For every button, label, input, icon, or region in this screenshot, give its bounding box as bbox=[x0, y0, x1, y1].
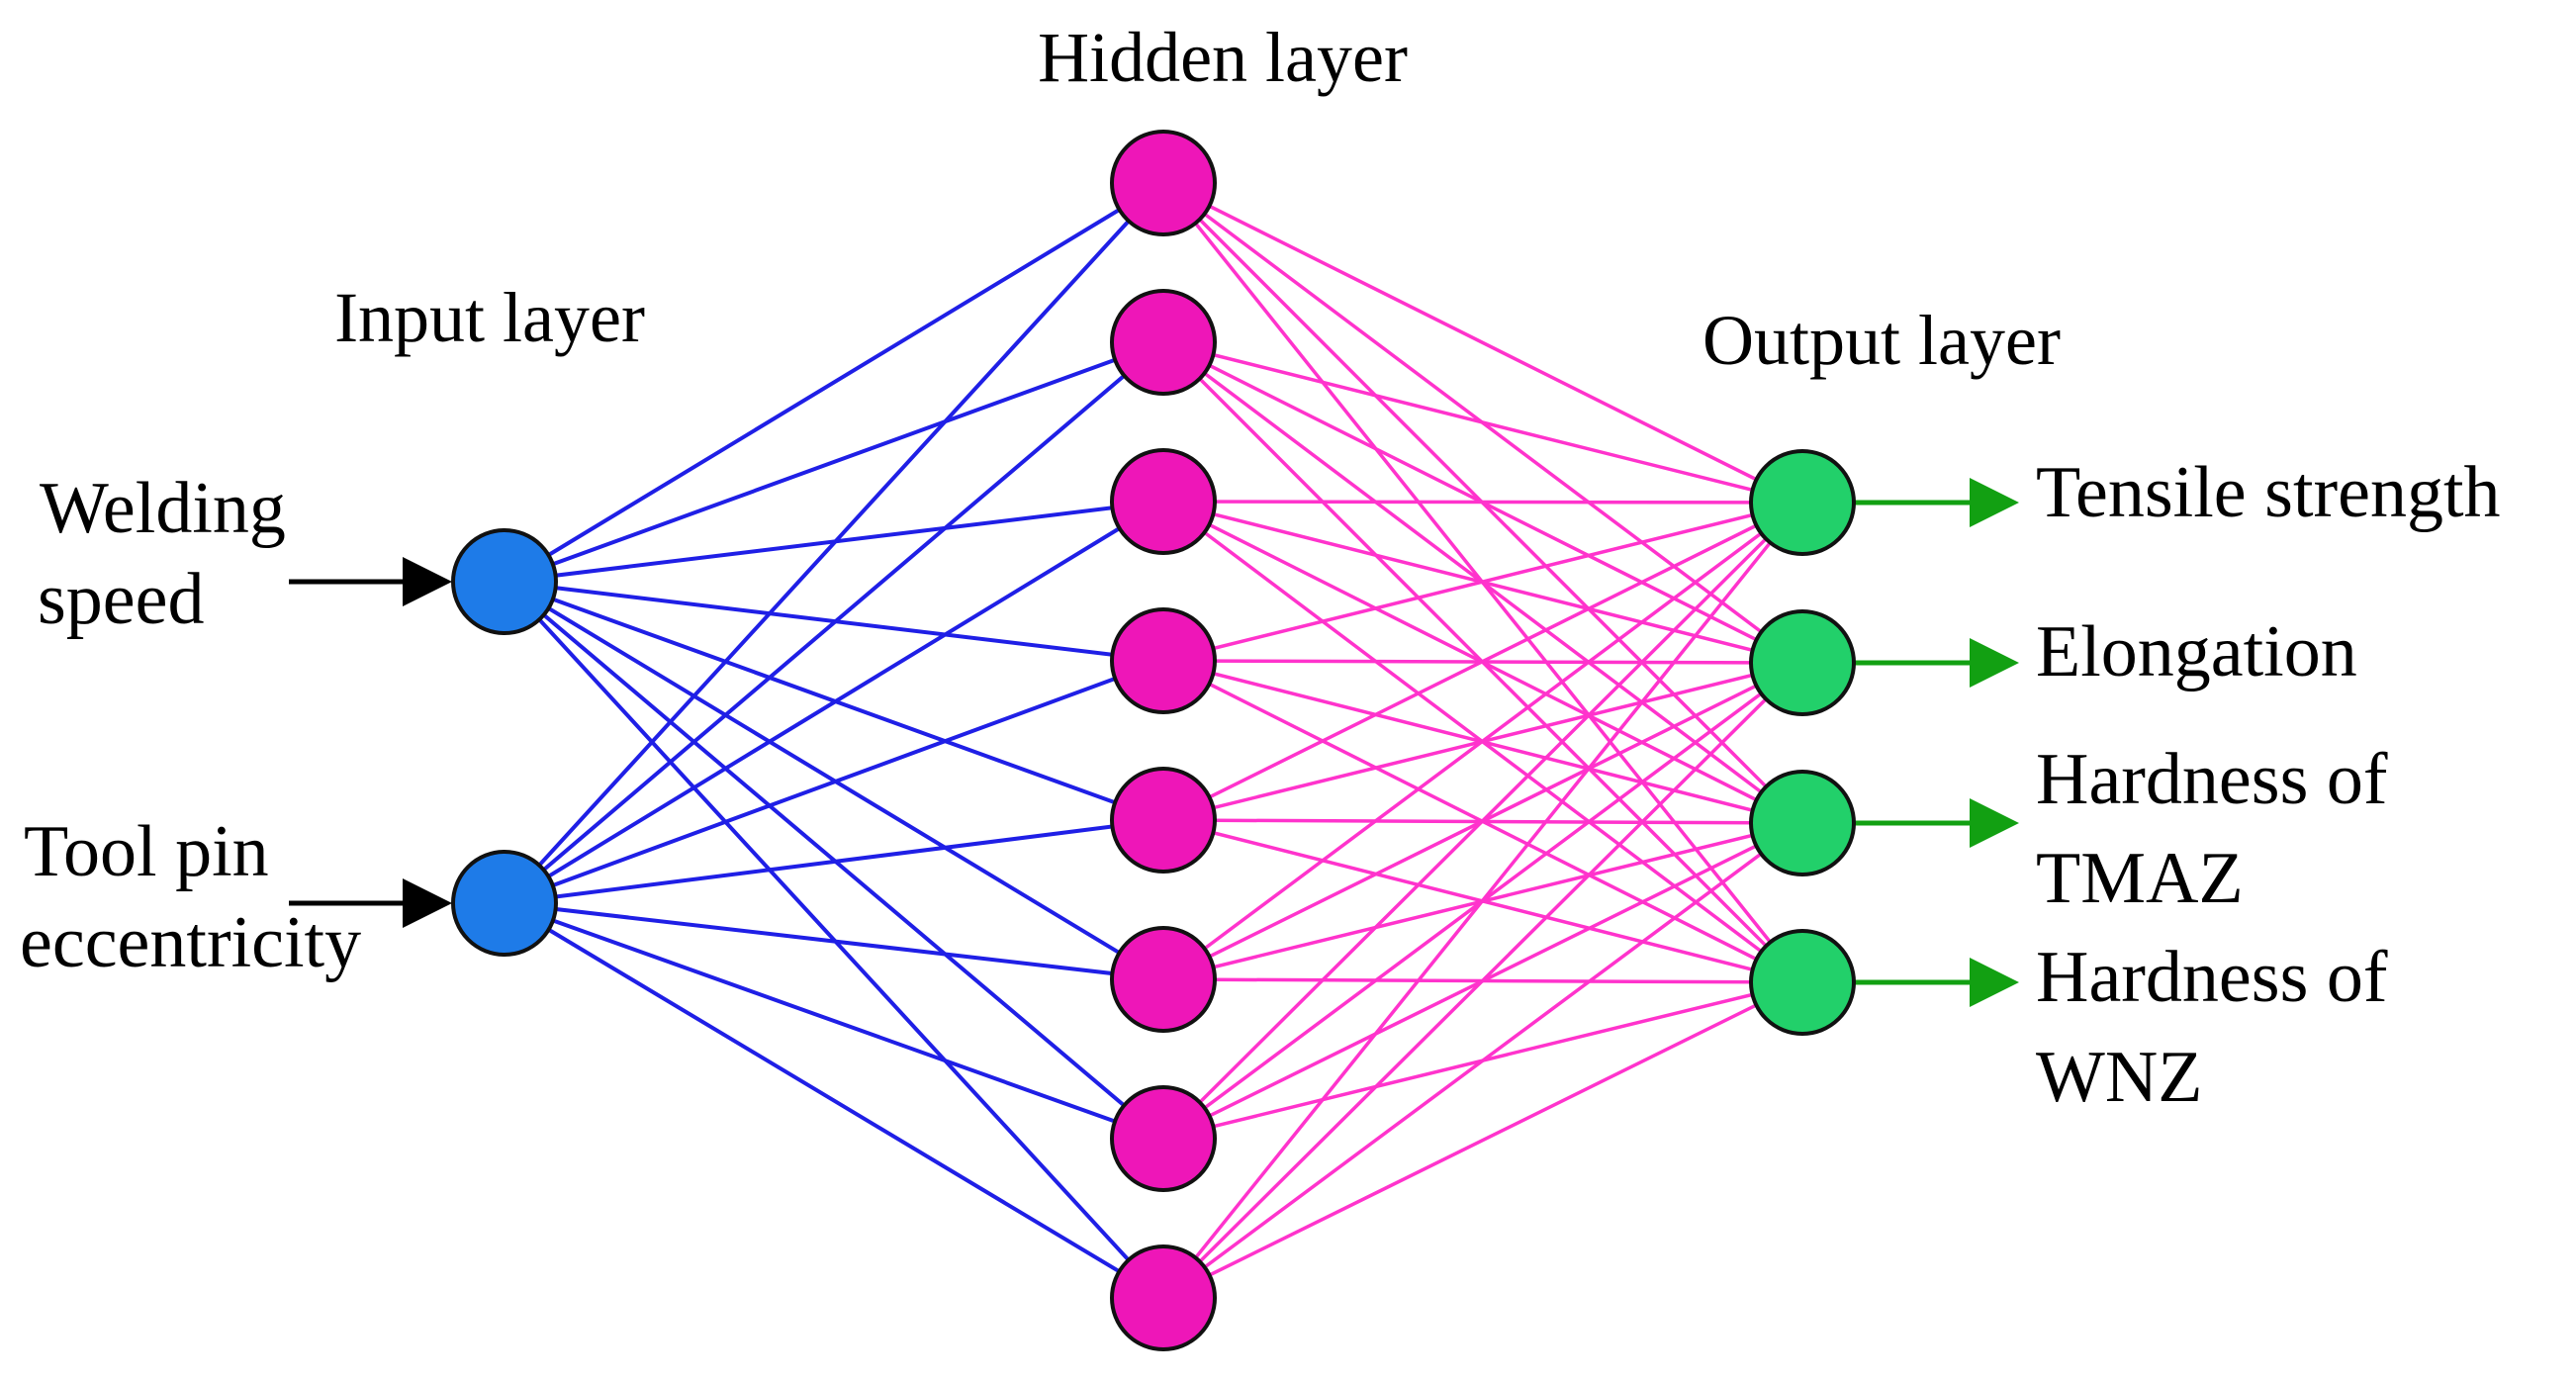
edge-input-2-hidden-4 bbox=[504, 659, 1164, 905]
output-label-elongation: Elongation bbox=[2036, 611, 2357, 692]
hidden-node-8 bbox=[1110, 1244, 1217, 1351]
output-label-hardness-tmaz-line-2: TMAZ bbox=[2036, 838, 2244, 919]
edge-hidden-5-output-1 bbox=[1162, 501, 1803, 822]
output-label-hardness-wnz-line-1: Hardness of bbox=[2036, 937, 2388, 1018]
input-node-2 bbox=[451, 850, 558, 957]
connection-edges bbox=[503, 181, 1804, 1300]
edge-hidden-4-output-1 bbox=[1162, 501, 1803, 663]
output-label-hardness-tmaz-line-1: Hardness of bbox=[2036, 739, 2388, 820]
edge-hidden-3-output-1 bbox=[1162, 500, 1803, 505]
edge-hidden-8-output-4 bbox=[1162, 980, 1803, 1300]
input-node-1 bbox=[451, 528, 558, 635]
network-nodes bbox=[451, 130, 1856, 1351]
edge-input-2-hidden-1 bbox=[503, 181, 1165, 905]
input-label-welding-speed-line-2: speed bbox=[38, 559, 205, 640]
edge-input-2-hidden-3 bbox=[503, 500, 1165, 905]
output-node-3 bbox=[1749, 770, 1856, 876]
hidden-layer-title: Hidden layer bbox=[1038, 18, 1408, 97]
hidden-node-7 bbox=[1110, 1085, 1217, 1192]
edge-input-2-hidden-7 bbox=[504, 901, 1164, 1141]
hidden-node-1 bbox=[1110, 130, 1217, 236]
edge-hidden-7-output-1 bbox=[1161, 501, 1804, 1141]
edge-input-1-hidden-1 bbox=[503, 181, 1165, 584]
output-label-tensile-strength: Tensile strength bbox=[2036, 452, 2501, 533]
input-label-welding-speed-line-1: Welding bbox=[40, 468, 286, 549]
hidden-node-6 bbox=[1110, 926, 1217, 1033]
hidden-node-2 bbox=[1110, 289, 1217, 396]
hidden-node-3 bbox=[1110, 448, 1217, 555]
edge-input-1-hidden-2 bbox=[504, 340, 1164, 584]
output-node-1 bbox=[1749, 449, 1856, 556]
edge-input-2-hidden-5 bbox=[504, 818, 1164, 905]
edge-input-2-hidden-8 bbox=[503, 901, 1165, 1300]
edge-input-2-hidden-6 bbox=[504, 901, 1164, 981]
edge-hidden-8-output-1 bbox=[1161, 501, 1804, 1300]
edge-hidden-8-output-2 bbox=[1161, 661, 1804, 1300]
edge-hidden-6-output-1 bbox=[1161, 501, 1804, 981]
output-layer-title: Output layer bbox=[1702, 301, 2061, 380]
edge-hidden-2-output-1 bbox=[1162, 340, 1803, 505]
hidden-node-4 bbox=[1110, 607, 1217, 714]
edge-hidden-8-output-3 bbox=[1161, 821, 1804, 1300]
output-node-4 bbox=[1749, 929, 1856, 1036]
input-layer-title: Input layer bbox=[334, 278, 645, 357]
input-label-tool-pin-line-1: Tool pin bbox=[24, 811, 269, 892]
output-node-2 bbox=[1749, 609, 1856, 716]
output-label-hardness-wnz-line-2: WNZ bbox=[2036, 1037, 2203, 1118]
input-label-tool-pin-line-2: eccentricity bbox=[20, 902, 361, 983]
edge-input-2-hidden-2 bbox=[503, 340, 1165, 905]
hidden-node-5 bbox=[1110, 767, 1217, 874]
edge-hidden-1-output-1 bbox=[1162, 181, 1803, 505]
io-arrows bbox=[289, 478, 2019, 1007]
